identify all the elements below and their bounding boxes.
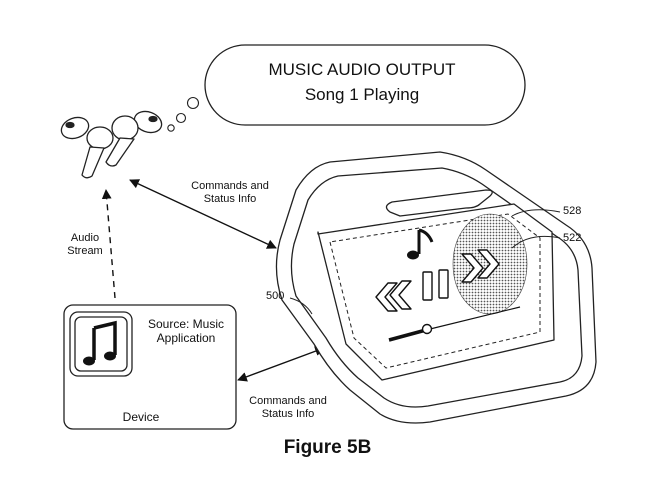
leader-528 [511, 209, 561, 217]
thought-bubble [167, 124, 175, 132]
fast-forward-icon [461, 249, 500, 283]
source-label: Source: Music Application [147, 317, 225, 345]
reference-522: 522 [563, 232, 582, 244]
thought-bubble [175, 112, 187, 124]
rewind-icon [375, 280, 412, 312]
thought-cloud [204, 44, 526, 126]
pause-icon [422, 269, 449, 301]
music-app-icon [69, 311, 133, 377]
progress-slider [388, 306, 521, 342]
commands-arrow-bottom [237, 346, 325, 382]
audio-stream-arrow [101, 189, 116, 299]
leader-500 [289, 297, 313, 315]
case-device [275, 151, 597, 424]
cloud-title: MUSIC AUDIO OUTPUT [268, 60, 456, 79]
leader-522 [511, 235, 561, 249]
commands-label-top: Commands and Status Info [191, 180, 269, 205]
commands-label-bottom: Commands and Status Info [249, 395, 327, 420]
earbuds-icon [60, 110, 163, 179]
cloud-subtitle: Song 1 Playing [304, 85, 420, 104]
reference-528: 528 [563, 205, 582, 217]
commands-arrow-top [129, 179, 277, 249]
figure-caption: Figure 5B [283, 437, 372, 458]
music-note-icon [407, 228, 434, 260]
audio-stream-label: Audio Stream [67, 232, 103, 257]
device-label: Device [122, 410, 160, 424]
case-screen-inner [329, 213, 541, 369]
reference-500: 500 [266, 290, 285, 302]
thought-bubble [186, 96, 200, 110]
